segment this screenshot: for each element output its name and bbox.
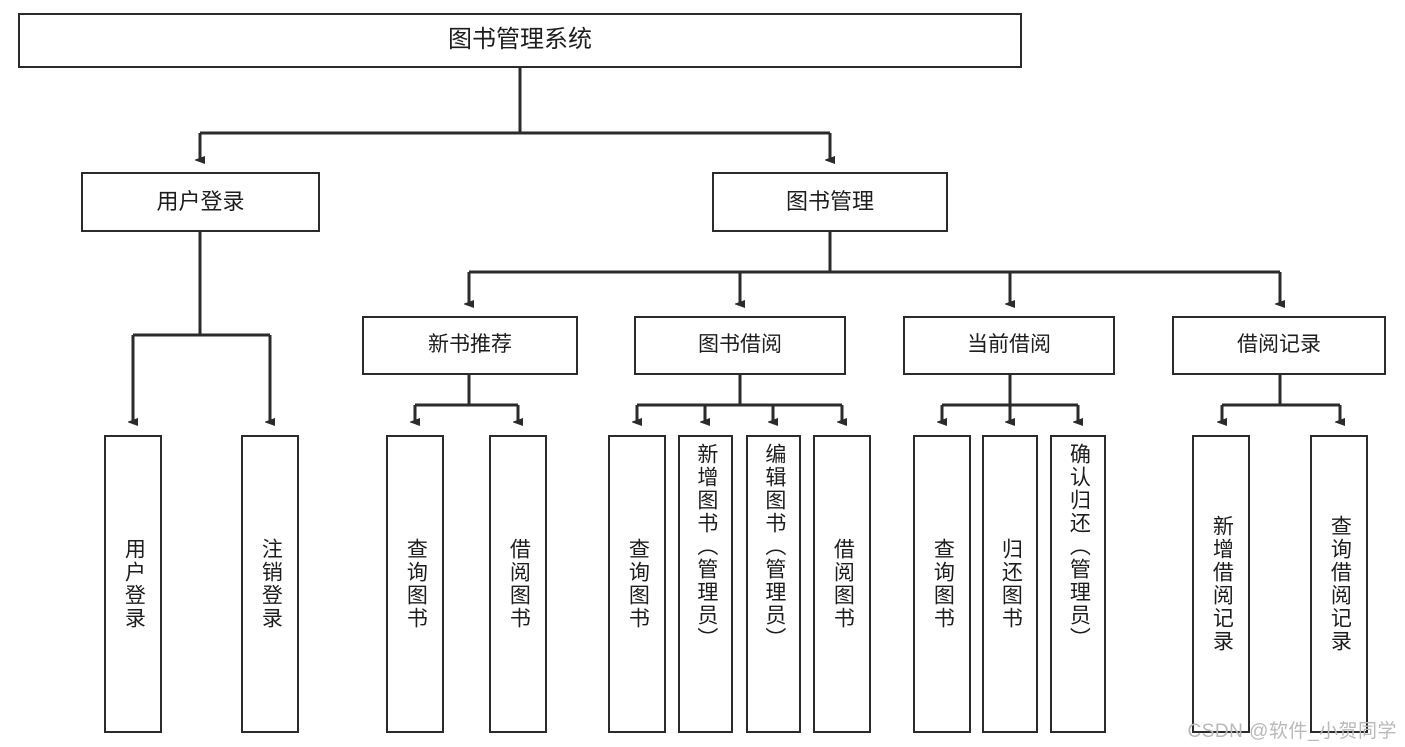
node-label: 查询借阅记录	[1328, 515, 1352, 653]
leaf-borrow-borrow-book[interactable]: 借阅图书	[813, 435, 871, 733]
node-label: 归还图书	[999, 538, 1023, 630]
leaf-borrow-add-book-admin[interactable]: 新增图书（管理员）	[678, 435, 733, 733]
node-label: 用户登录	[156, 189, 245, 215]
node-label: 借阅记录	[1237, 333, 1321, 357]
node-label: 查询图书	[404, 538, 428, 630]
leaf-record-add-record[interactable]: 新增借阅记录	[1192, 435, 1250, 733]
node-book-borrow[interactable]: 图书借阅	[634, 316, 846, 375]
node-new-book-recommend[interactable]: 新书推荐	[362, 316, 578, 375]
leaf-user-login-logout[interactable]: 注销登录	[241, 435, 299, 733]
node-borrow-record[interactable]: 借阅记录	[1172, 316, 1386, 375]
node-label: 图书管理系统	[448, 26, 592, 54]
leaf-recommend-borrow-book[interactable]: 借阅图书	[489, 435, 547, 733]
leaf-user-login-login[interactable]: 用户登录	[104, 435, 162, 733]
leaf-borrow-edit-book-admin[interactable]: 编辑图书（管理员）	[746, 435, 801, 733]
node-label: 注销登录	[259, 538, 283, 630]
node-label: 查询图书	[626, 538, 650, 630]
node-label: 确认归还（管理员）	[1067, 443, 1091, 650]
node-label: 编辑图书（管理员）	[762, 443, 786, 650]
node-label: 查询图书	[931, 538, 955, 630]
node-label: 新增借阅记录	[1210, 515, 1234, 653]
leaf-current-confirm-return-admin[interactable]: 确认归还（管理员）	[1050, 435, 1106, 733]
leaf-borrow-query-book[interactable]: 查询图书	[608, 435, 666, 733]
node-label: 图书管理	[785, 189, 874, 215]
node-user-login[interactable]: 用户登录	[81, 172, 320, 232]
leaf-record-query-record[interactable]: 查询借阅记录	[1310, 435, 1368, 733]
leaf-current-query-book[interactable]: 查询图书	[913, 435, 971, 733]
leaf-current-return-book[interactable]: 归还图书	[982, 435, 1038, 733]
node-book-management[interactable]: 图书管理	[712, 172, 948, 232]
node-root-system[interactable]: 图书管理系统	[18, 13, 1022, 68]
csdn-watermark: CSDN @软件_小贺同学	[1187, 721, 1397, 742]
node-label: 借阅图书	[831, 538, 855, 630]
node-label: 图书借阅	[698, 333, 782, 357]
node-label: 新书推荐	[428, 333, 512, 357]
node-current-borrow[interactable]: 当前借阅	[903, 316, 1115, 375]
leaf-recommend-query-book[interactable]: 查询图书	[386, 435, 444, 733]
node-label: 新增图书（管理员）	[694, 443, 718, 650]
node-label: 借阅图书	[507, 538, 531, 630]
node-label: 当前借阅	[967, 333, 1051, 357]
node-label: 用户登录	[122, 538, 146, 630]
